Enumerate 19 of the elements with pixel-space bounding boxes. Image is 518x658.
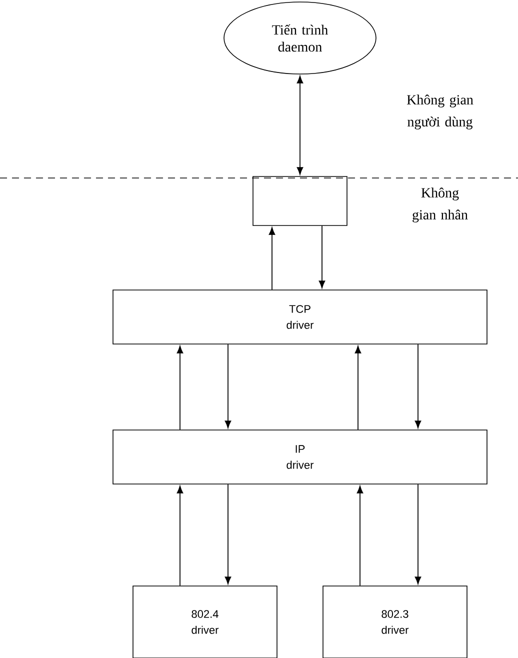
arrow: [224, 484, 232, 584]
arrow: [318, 225, 326, 288]
region-label: Không gian nhân: [412, 188, 468, 222]
arrow: [224, 344, 232, 428]
arrow: [296, 76, 304, 175]
arrow: [176, 486, 184, 586]
driver-box: IP driver: [112, 430, 488, 484]
empty-box: [252, 176, 348, 226]
driver-box: 802.4 driver: [132, 586, 278, 658]
arrow: [356, 486, 364, 586]
arrow: [414, 484, 422, 584]
arrow: [354, 346, 362, 430]
region-label: Không gian người dùng: [406, 94, 474, 130]
driver-box: 802.3 driver: [322, 586, 468, 658]
driver-box: TCP driver: [112, 290, 488, 344]
arrow: [414, 344, 422, 428]
arrow: [268, 227, 276, 290]
ellipse-node: Tiến trình daemon: [224, 2, 376, 74]
arrow: [176, 346, 184, 430]
